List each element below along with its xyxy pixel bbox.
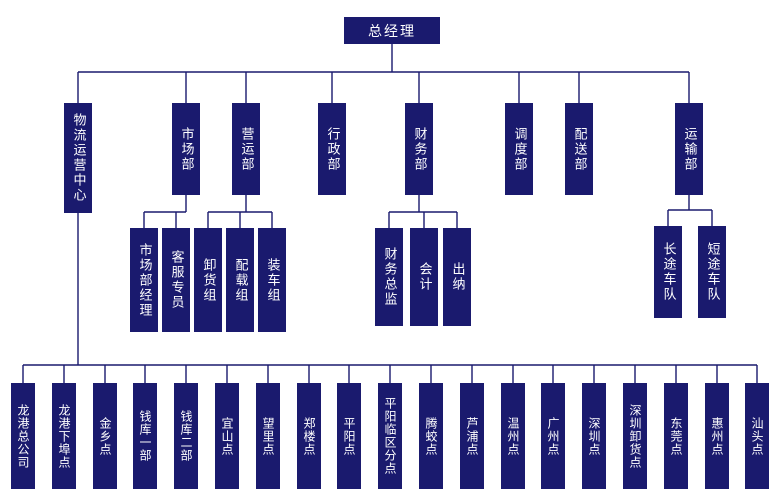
node-truck-loading-group: 装车组 <box>258 228 286 332</box>
node-branch-jinxiang: 金乡点 <box>93 383 117 489</box>
node-customer-service-specialist: 客服专员 <box>162 228 190 332</box>
node-finance-director: 财务总监 <box>375 228 403 326</box>
node-cashier: 出纳 <box>443 228 471 326</box>
node-branch-wangli: 望里点 <box>256 383 280 489</box>
node-branch-qianku-1: 钱库一部 <box>133 383 157 489</box>
node-branch-dongguan: 东莞点 <box>664 383 688 489</box>
node-marketing-manager: 市场部经理 <box>130 228 158 332</box>
connector-marketing-children <box>143 195 187 228</box>
node-branch-shenzhen-unloading: 深圳卸货点 <box>623 383 647 489</box>
node-transport-dept: 运输部 <box>675 103 703 195</box>
connector-logistics-branches <box>22 213 758 383</box>
connector-root-to-departments <box>77 44 690 103</box>
node-marketing-dept: 市场部 <box>172 103 200 195</box>
node-stowage-group: 配载组 <box>226 228 254 332</box>
node-logistics-operations-center: 物流运营中心 <box>64 103 92 213</box>
node-branch-pingyang-linqu: 平阳临区分点 <box>378 383 402 489</box>
node-finance-dept: 财务部 <box>405 103 433 195</box>
node-branch-longgang-xiabu: 龙港下埠点 <box>52 383 76 489</box>
connector-operations-children <box>207 195 273 228</box>
node-branch-qianku-2: 钱库二部 <box>174 383 198 489</box>
node-branch-yishan: 宜山点 <box>215 383 239 489</box>
node-branch-longgang-hq: 龙港总公司 <box>11 383 35 489</box>
node-branch-shantou: 汕头点 <box>745 383 769 489</box>
node-distribution-dept: 配送部 <box>565 103 593 195</box>
node-branch-pingyang: 平阳点 <box>337 383 361 489</box>
connector-finance-children <box>388 195 458 228</box>
node-admin-dept: 行政部 <box>318 103 346 195</box>
node-general-manager: 总经理 <box>344 17 440 44</box>
node-accountant: 会计 <box>410 228 438 326</box>
node-branch-wenzhou: 温州点 <box>501 383 525 489</box>
node-short-haul-fleet: 短途车队 <box>698 226 726 318</box>
node-dispatch-dept: 调度部 <box>505 103 533 195</box>
node-unloading-group: 卸货组 <box>194 228 222 332</box>
node-branch-shenzhen: 深圳点 <box>582 383 606 489</box>
node-branch-guangzhou: 广州点 <box>541 383 565 489</box>
node-operations-dept: 营运部 <box>232 103 260 195</box>
connector-transport-children <box>667 195 713 226</box>
node-branch-zhenglou: 郑楼点 <box>297 383 321 489</box>
node-branch-huizhou: 惠州点 <box>705 383 729 489</box>
node-branch-tengjiao: 腾蛟点 <box>419 383 443 489</box>
node-branch-lupu: 芦浦点 <box>460 383 484 489</box>
node-long-haul-fleet: 长途车队 <box>654 226 682 318</box>
